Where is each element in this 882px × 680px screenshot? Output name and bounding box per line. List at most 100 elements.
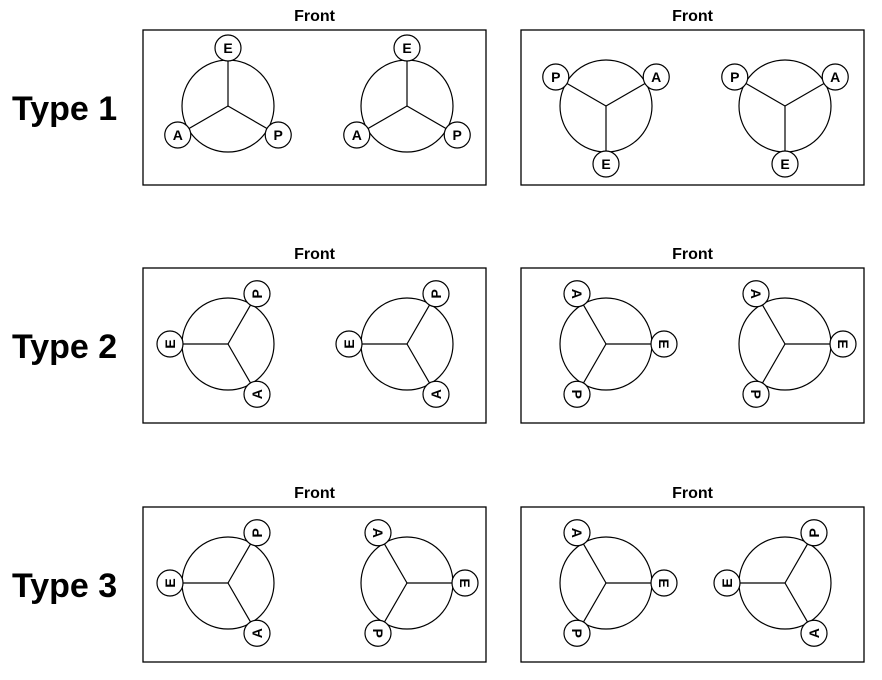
symbol-spoke bbox=[784, 82, 826, 107]
badge-letter: P bbox=[274, 127, 283, 143]
symbol-spoke bbox=[761, 303, 786, 345]
badge-circle bbox=[156, 569, 184, 597]
badge-letter: A bbox=[352, 127, 362, 143]
badge-circle bbox=[563, 619, 591, 647]
badge-letter: E bbox=[402, 40, 411, 56]
badge-circle bbox=[800, 619, 828, 647]
axis-badge: E bbox=[393, 34, 421, 62]
badge-circle bbox=[771, 150, 799, 178]
badge-letter: P bbox=[249, 528, 265, 537]
badge-letter: A bbox=[830, 69, 840, 85]
badge-circle bbox=[164, 121, 192, 149]
badge-circle bbox=[542, 63, 570, 91]
badge-circle bbox=[364, 619, 392, 647]
axis-symbol: E P A bbox=[156, 519, 275, 647]
badge-circle bbox=[642, 63, 670, 91]
symbol-spoke bbox=[227, 582, 252, 624]
axis-badge: A bbox=[164, 121, 192, 149]
symbol-spoke bbox=[605, 82, 647, 107]
axis-badge: E bbox=[771, 150, 799, 178]
axis-badge: E bbox=[713, 569, 741, 597]
symbol-spoke bbox=[227, 343, 252, 385]
symbol-spoke bbox=[187, 105, 229, 130]
badge-letter: E bbox=[457, 578, 473, 587]
axis-badge: A bbox=[821, 63, 849, 91]
axis-badge: P bbox=[742, 380, 770, 408]
axis-badge: E bbox=[156, 569, 184, 597]
badge-circle bbox=[343, 121, 371, 149]
axis-badge: P bbox=[563, 619, 591, 647]
axis-badge: P bbox=[563, 380, 591, 408]
badge-circle bbox=[264, 121, 292, 149]
badge-circle bbox=[214, 34, 242, 62]
axis-symbol: EAP bbox=[360, 519, 479, 647]
symbol-spoke bbox=[227, 542, 252, 584]
axis-badge: A bbox=[742, 280, 770, 308]
badge-circle bbox=[156, 330, 184, 358]
badge-circle bbox=[422, 280, 450, 308]
symbol-spoke bbox=[406, 303, 431, 345]
axis-badge: P bbox=[264, 121, 292, 149]
axis-symbol: P A E bbox=[721, 59, 849, 178]
axis-symbol: EPA bbox=[335, 280, 454, 408]
axis-symbol: EPA bbox=[713, 519, 832, 647]
axis-badge: P bbox=[422, 280, 450, 308]
badge-circle bbox=[821, 63, 849, 91]
axis-symbol: E P A bbox=[156, 280, 275, 408]
badge-letter: P bbox=[569, 629, 585, 638]
panel-frame bbox=[520, 29, 865, 186]
badge-circle bbox=[443, 121, 471, 149]
badge-circle bbox=[721, 63, 749, 91]
symbol-spoke bbox=[582, 542, 607, 584]
badge-letter: E bbox=[835, 339, 851, 348]
symbol-spoke bbox=[582, 582, 607, 624]
badge-letter: E bbox=[341, 339, 357, 348]
axis-badge: A bbox=[563, 519, 591, 547]
badge-letter: E bbox=[656, 578, 672, 587]
badge-letter: P bbox=[249, 289, 265, 298]
badge-letter: A bbox=[249, 628, 265, 638]
symbol-spoke bbox=[565, 82, 607, 107]
badge-letter: E bbox=[656, 339, 672, 348]
panel-frame bbox=[142, 29, 487, 186]
badge-letter: A bbox=[249, 389, 265, 399]
badge-circle bbox=[742, 280, 770, 308]
axis-symbol: EPA bbox=[164, 34, 292, 153]
badge-circle bbox=[800, 519, 828, 547]
axis-symbol: E A P bbox=[559, 280, 678, 408]
axis-badge: P bbox=[721, 63, 749, 91]
badge-circle bbox=[243, 380, 271, 408]
badge-circle bbox=[243, 519, 271, 547]
front-label: Front bbox=[294, 8, 336, 25]
axis-symbol: E A P bbox=[559, 519, 678, 647]
symbol-spoke bbox=[406, 343, 431, 385]
axis-badge: P bbox=[542, 63, 570, 91]
badge-letter: E bbox=[601, 156, 610, 172]
axis-badge: P bbox=[443, 121, 471, 149]
axis-badge: E bbox=[829, 330, 857, 358]
symbol-spoke bbox=[406, 105, 448, 130]
axis-badge: A bbox=[243, 380, 271, 408]
axis-badge: P bbox=[800, 519, 828, 547]
panel-frame bbox=[142, 506, 487, 663]
axis-badge: A bbox=[243, 619, 271, 647]
badge-letter: P bbox=[748, 390, 764, 399]
axis-badge: E bbox=[335, 330, 363, 358]
panel-frame bbox=[142, 267, 487, 424]
type-label: Type 2 bbox=[12, 328, 117, 366]
badge-letter: E bbox=[780, 156, 789, 172]
axis-badge: A bbox=[563, 280, 591, 308]
axis-badge: P bbox=[243, 519, 271, 547]
badge-circle bbox=[335, 330, 363, 358]
badge-circle bbox=[650, 330, 678, 358]
axis-badge: E bbox=[156, 330, 184, 358]
